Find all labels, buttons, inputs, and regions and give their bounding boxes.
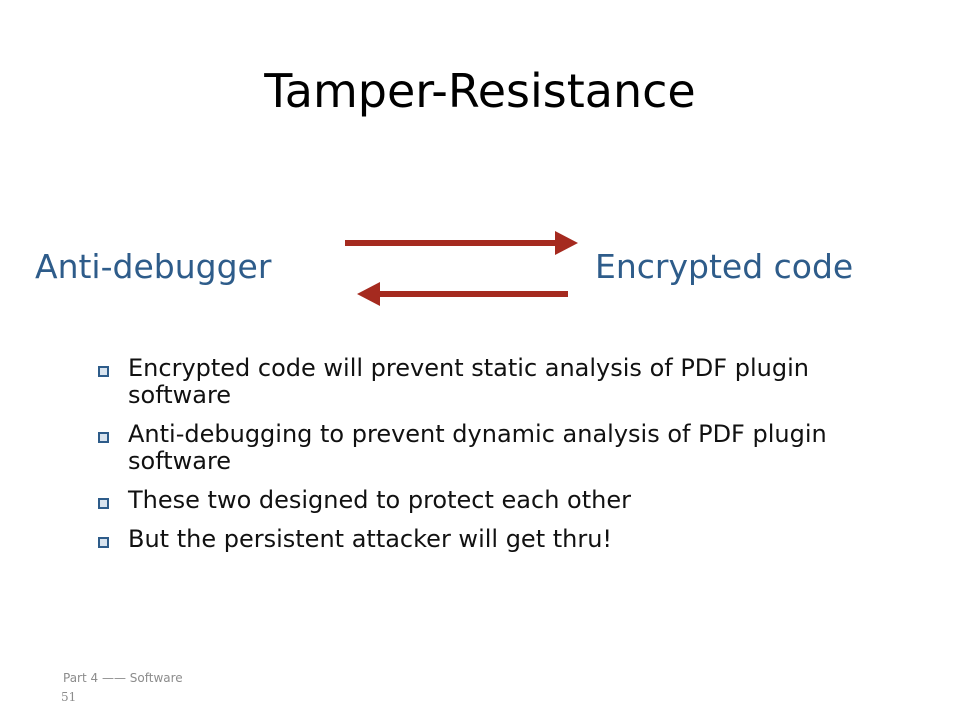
left-arrow-icon (357, 282, 568, 306)
square-bullet-icon (98, 432, 109, 443)
bullet-list: Encrypted code will prevent static analy… (94, 355, 914, 565)
bullet-text: Encrypted code will prevent static analy… (128, 354, 809, 409)
bullet-text: These two designed to protect each other (128, 486, 631, 514)
footer-label: Part 4 —— Software (63, 671, 183, 685)
square-bullet-icon (98, 366, 109, 377)
list-item: But the persistent attacker will get thr… (94, 526, 914, 553)
slide-number: 51 (61, 690, 77, 704)
list-item: Encrypted code will prevent static analy… (94, 355, 914, 409)
bullet-text: Anti-debugging to prevent dynamic analys… (128, 420, 827, 475)
anti-debugger-label: Anti-debugger (35, 247, 272, 286)
square-bullet-icon (98, 537, 109, 548)
mutual-protection-arrows (345, 231, 578, 306)
square-bullet-icon (98, 498, 109, 509)
bullet-text: But the persistent attacker will get thr… (128, 525, 613, 553)
encrypted-code-label: Encrypted code (595, 247, 854, 286)
list-item: Anti-debugging to prevent dynamic analys… (94, 421, 914, 475)
slide-title: Tamper-Resistance (264, 64, 696, 118)
right-arrow-icon (345, 231, 578, 255)
list-item: These two designed to protect each other (94, 487, 914, 514)
